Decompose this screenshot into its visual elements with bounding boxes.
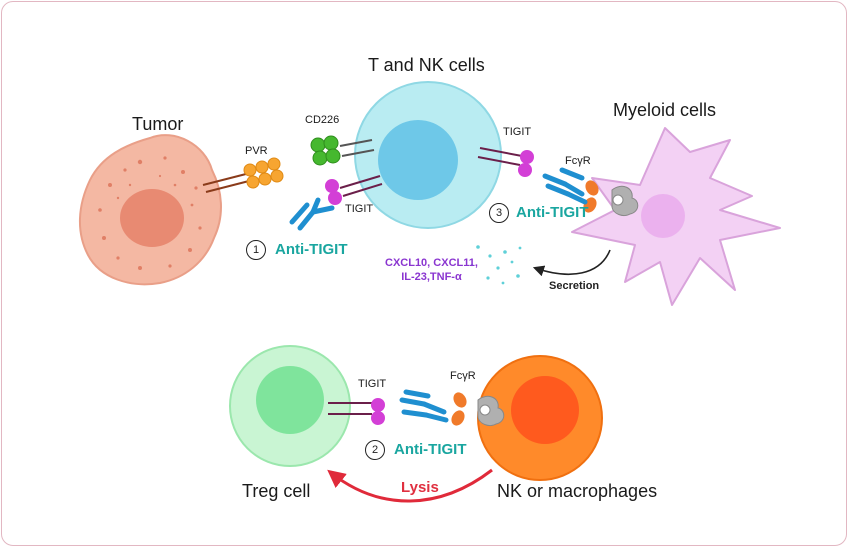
- secretion-particles: [470, 245, 522, 285]
- anti-tigit-3-label: Anti-TIGIT: [516, 204, 589, 221]
- step-2-badge: 2: [365, 440, 385, 460]
- tumor-label: Tumor: [132, 114, 184, 134]
- step-1-badge: 1: [246, 240, 266, 260]
- fcgr-label-myeloid: FcγR: [565, 155, 591, 167]
- tumor-nucleus: [120, 189, 184, 247]
- t-nk-cell: [354, 81, 502, 229]
- antibody-1: [289, 197, 335, 231]
- lysis-label: Lysis: [401, 479, 439, 496]
- cytokines-line-2: IL-23,TNF-α: [401, 271, 462, 283]
- lysis-arrow: [327, 468, 493, 503]
- tigit-receptor-tcell-left: [325, 175, 383, 205]
- fcgr-myeloid: [583, 180, 639, 217]
- anti-tigit-2-label: Anti-TIGIT: [394, 441, 467, 458]
- secretion-arrow: [532, 249, 611, 277]
- cd226-receptor: [310, 135, 375, 166]
- fcgr-nk: [451, 392, 505, 427]
- nk-macrophage-cell: [477, 355, 603, 481]
- fcgr-label-nk: FcγR: [450, 370, 476, 382]
- tigit-receptor-treg: [328, 398, 385, 425]
- tigit-receptor-tcell-right: [477, 147, 534, 177]
- tigit-label-tcell-right: TIGIT: [503, 126, 532, 138]
- tumor-cell: [78, 134, 222, 286]
- t-nk-cells-label: T and NK cells: [368, 55, 485, 75]
- cytokines-label: CXCL10, CXCL11, IL-23,TNF-α: [385, 256, 478, 284]
- pvr-label: PVR: [245, 145, 268, 157]
- secretion-label: Secretion: [549, 280, 600, 292]
- antibody-2: [399, 389, 449, 423]
- pvr-receptor: [202, 157, 284, 193]
- anti-tigit-1-label: Anti-TIGIT: [275, 241, 348, 258]
- treg-cell-label: Treg cell: [242, 481, 311, 501]
- cd226-label: CD226: [305, 114, 340, 126]
- t-nk-nucleus: [378, 120, 458, 200]
- nk-nucleus: [511, 376, 579, 444]
- tigit-label-treg: TIGIT: [358, 378, 387, 390]
- nk-macrophages-label: NK or macrophages: [497, 481, 658, 501]
- treg-cell: [229, 345, 351, 467]
- treg-nucleus: [256, 366, 324, 434]
- myeloid-cells-label: Myeloid cells: [613, 100, 717, 120]
- tigit-label-tcell-left: TIGIT: [345, 203, 374, 215]
- myeloid-nucleus: [641, 194, 685, 238]
- antibody-3: [542, 167, 588, 205]
- myeloid-cell: [571, 127, 781, 306]
- cytokines-line-1: CXCL10, CXCL11,: [385, 257, 478, 269]
- step-3-badge: 3: [489, 203, 509, 223]
